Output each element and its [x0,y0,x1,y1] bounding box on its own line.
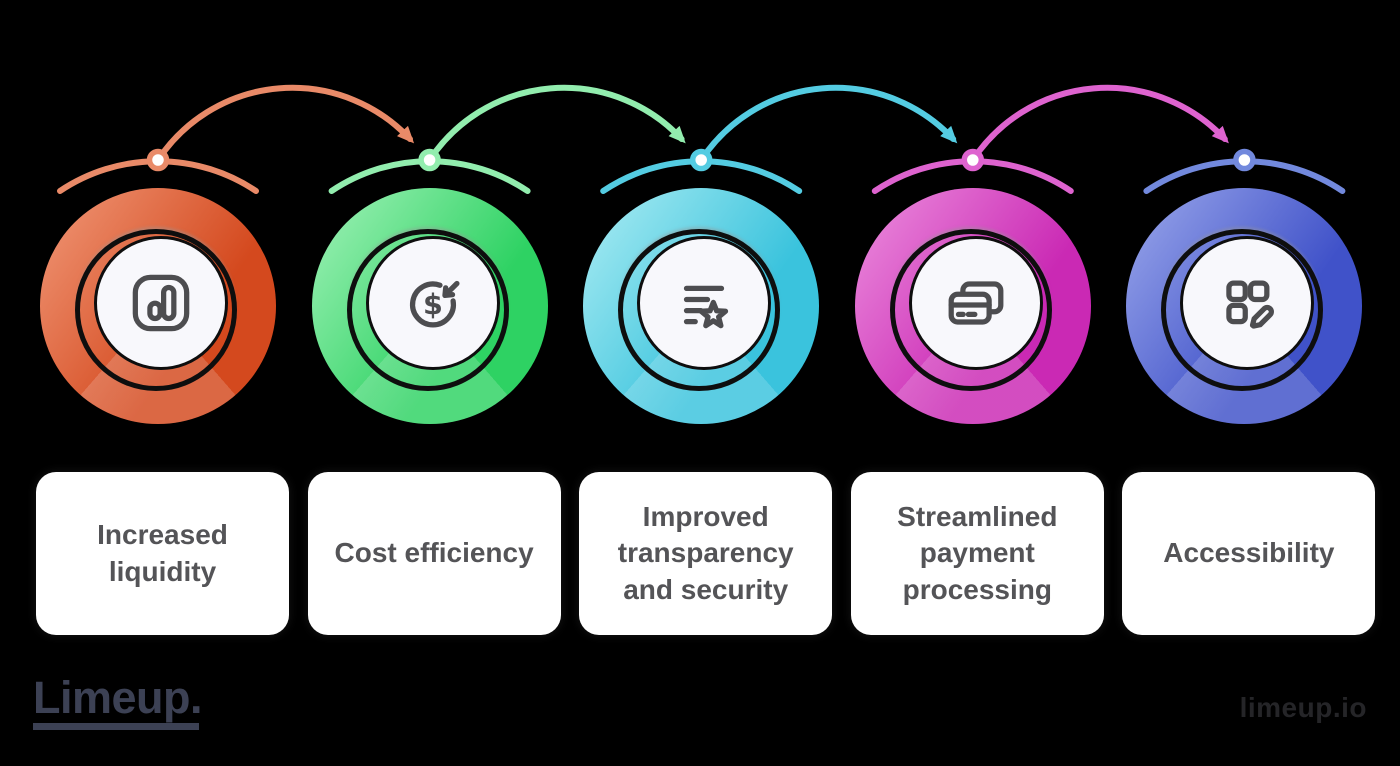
benefit-donut: $ [311,188,548,424]
sketch-ink-ring [1161,229,1324,391]
bar-chart-icon [132,274,190,332]
apps-edit-icon [1226,280,1275,329]
sketch-ink-ring [75,229,237,391]
benefit-card: Streamlined payment processing [850,472,1104,635]
icon-disc [1180,236,1315,370]
sketch-ink-ring [889,229,1052,391]
benefit-item: Improved transparency and security [579,0,833,766]
icon-disc [94,236,228,370]
benefit-item: $ Cost efficiency [307,0,561,766]
benefit-donut [583,188,820,424]
benefit-label: Accessibility [1163,537,1335,569]
benefit-item: Streamlined payment processing [850,0,1104,766]
benefit-card: Accessibility [1122,472,1376,635]
benefit-label: Increased liquidity [97,519,228,587]
benefit-card: Cost efficiency [307,472,561,635]
benefit-item: Increased liquidity [36,0,289,766]
benefit-donut [854,188,1091,424]
benefit-item: Accessibility [1122,0,1376,766]
benefit-label: Improved transparency and security [617,500,794,605]
sketch-ink-ring [346,229,509,391]
brand-underline [33,723,199,730]
benefit-label: Cost efficiency [334,537,534,569]
dollar-refresh-icon: $ [409,280,460,328]
icon-disc: $ [365,236,500,370]
sketch-ink-ring [618,229,781,391]
icon-disc [908,236,1043,370]
credit-cards-icon [948,281,1004,325]
benefit-card: Improved transparency and security [579,472,833,635]
watermark-text: limeup.io [1239,692,1367,723]
benefit-card: Increased liquidity [36,472,289,635]
benefit-donut [40,188,276,424]
connector-arrows-layer [57,84,1346,194]
benefit-label: Streamlined payment processing [897,500,1058,605]
svg-text:$: $ [423,287,443,321]
icon-disc [637,236,772,370]
brand-logo: Limeup. [33,672,203,723]
list-star-icon [684,285,729,329]
benefit-donut [1126,188,1363,424]
